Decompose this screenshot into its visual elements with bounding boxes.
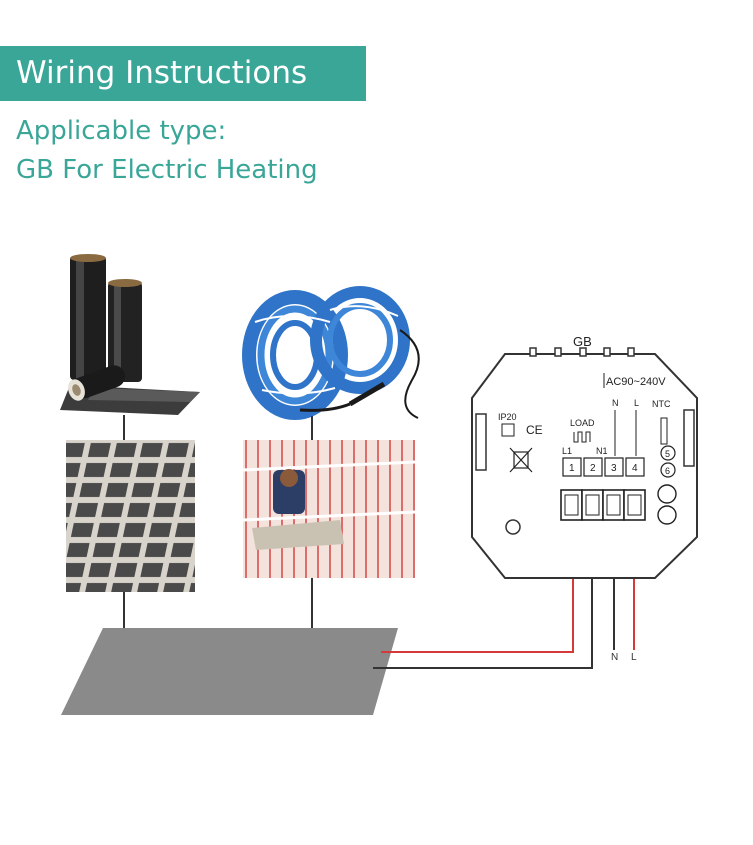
ce-mark: CE	[526, 423, 543, 437]
live-wire-label: L	[631, 652, 637, 663]
weee-bin-icon	[509, 447, 533, 473]
terminal-1-label: 1	[569, 463, 575, 474]
terminal-l1-label: L1	[562, 446, 572, 456]
load-label: LOAD	[570, 418, 595, 428]
terminal-2-label: 2	[590, 463, 596, 474]
applicable-type-label: Applicable type:	[16, 116, 227, 146]
page-title: Wiring Instructions	[0, 46, 366, 101]
terminal-n-label: N	[612, 398, 619, 408]
heating-film-floor-image	[66, 440, 195, 592]
neutral-wire-label: N	[611, 652, 618, 663]
ntc-terminal-5-label: 5	[665, 449, 670, 459]
terminal-l-label: L	[634, 398, 639, 408]
terminal-n1-label: N1	[596, 446, 608, 456]
heating-cable-floor-image	[242, 440, 416, 578]
screw-terminals	[560, 484, 677, 525]
applicable-type-value: GB For Electric Heating	[16, 155, 318, 185]
ip-rating-label: IP20	[498, 412, 517, 422]
terminal-block: 1 2 3 4	[562, 457, 645, 477]
ntc-label: NTC	[652, 399, 671, 409]
terminal-4-label: 4	[632, 463, 638, 474]
heating-cable-coils-image	[242, 286, 420, 420]
model-label: GB	[573, 334, 592, 349]
ntc-terminal-6-label: 6	[665, 466, 670, 476]
heated-floor-slab	[61, 628, 398, 715]
heating-film-roll-image	[60, 254, 200, 415]
voltage-label: AC90~240V	[606, 376, 666, 388]
load-resistor-icon	[573, 431, 591, 443]
terminal-3-label: 3	[611, 463, 617, 474]
